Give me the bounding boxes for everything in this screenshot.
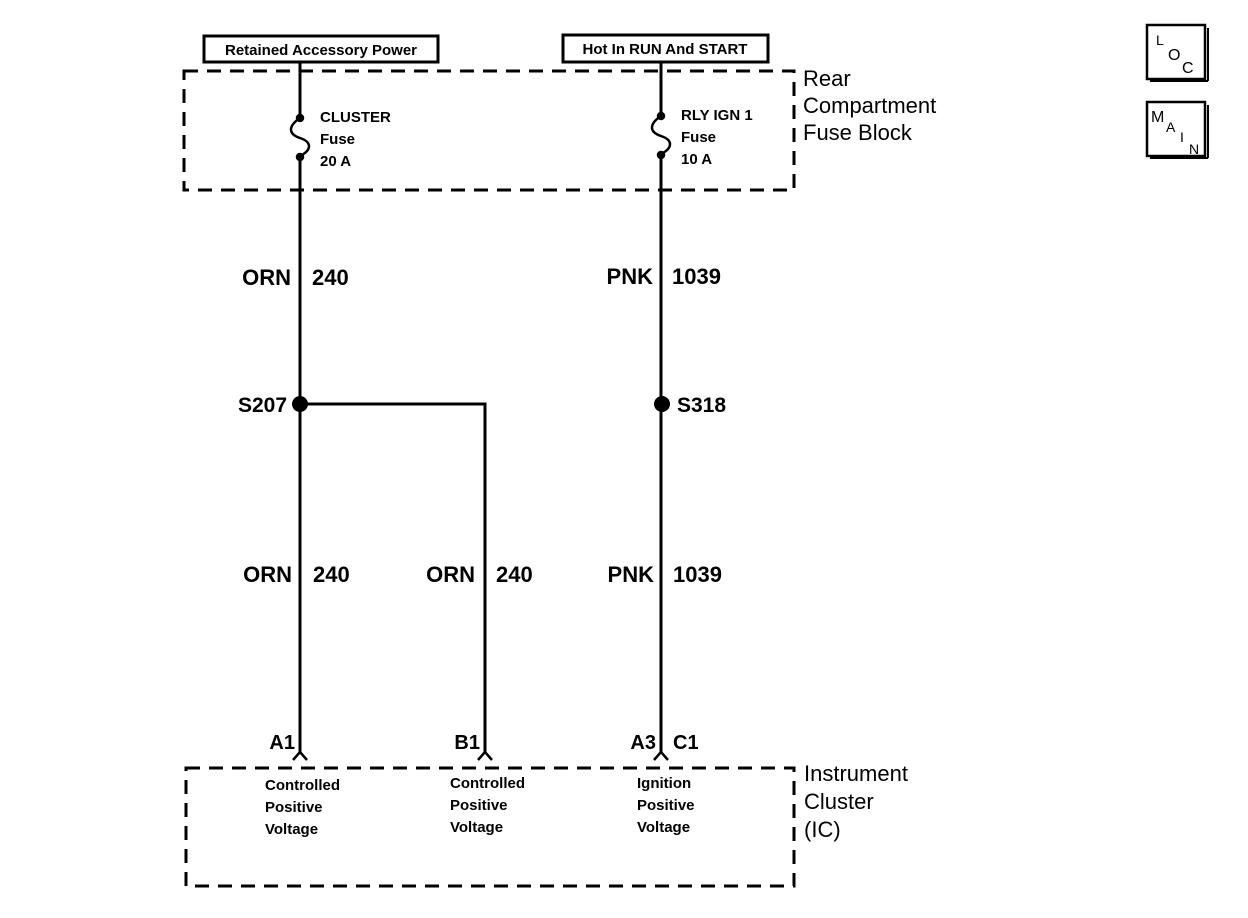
cluster-line-3: (IC)	[804, 817, 841, 842]
fuse-left-name: CLUSTER	[320, 109, 391, 126]
icon-letter: N	[1189, 141, 1199, 157]
splice-s318-label: S318	[677, 394, 726, 417]
fuse-block-line-2: Compartment	[803, 93, 936, 118]
main-icon[interactable]: M A I N	[1145, 100, 1209, 159]
input-text: Positive	[637, 797, 695, 814]
cluster-label: Instrument Cluster (IC)	[804, 761, 908, 842]
fuse-right-type: Fuse	[681, 129, 716, 146]
pin-b1-label: B1	[454, 732, 480, 754]
wire-circuit: 240	[496, 562, 533, 587]
cluster-line-2: Cluster	[804, 789, 874, 814]
fuse-left-label: CLUSTER Fuse 20 A	[320, 109, 391, 170]
input-text: Voltage	[637, 819, 690, 836]
pin-c1-label: C1	[673, 732, 699, 754]
wires	[298, 62, 663, 752]
wire-s207-branch	[300, 402, 487, 752]
input-text: Voltage	[265, 821, 318, 838]
fuse-left-type: Fuse	[320, 131, 355, 148]
input-text: Controlled	[265, 777, 340, 794]
fuse-block-outline	[182, 69, 796, 192]
icon-letter: C	[1182, 60, 1194, 77]
icon-letter: L	[1156, 32, 1164, 48]
location-icon[interactable]: L O C	[1145, 23, 1209, 82]
input-text: Ignition	[637, 775, 691, 792]
splice-s318: S318	[654, 394, 726, 417]
splice-s207-label: S207	[238, 394, 287, 417]
connector-pins	[292, 750, 669, 761]
fuse-block-label: Rear Compartment Fuse Block	[803, 66, 936, 145]
cluster-input-a1: Controlled Positive Voltage	[265, 777, 340, 838]
wire-label-lower-left: ORN 240	[243, 562, 350, 587]
pin-a1-label: A1	[269, 732, 295, 754]
cluster-input-b1: Controlled Positive Voltage	[450, 775, 525, 836]
input-text: Voltage	[450, 819, 503, 836]
fuse-right-rating: 10 A	[681, 151, 712, 168]
input-text: Positive	[450, 797, 508, 814]
fuse-right-label: RLY IGN 1 Fuse 10 A	[681, 107, 753, 168]
cluster-input-a3: Ignition Positive Voltage	[637, 775, 695, 836]
wire-circuit: 1039	[672, 264, 721, 289]
fuse-block-line-1: Rear	[803, 66, 851, 91]
cluster-line-1: Instrument	[804, 761, 908, 786]
icon-letter: O	[1168, 47, 1180, 64]
pin-a3-label: A3	[630, 732, 656, 754]
wire-color: ORN	[426, 562, 475, 587]
fuse-block-line-3: Fuse Block	[803, 120, 913, 145]
wire-color: PNK	[608, 562, 655, 587]
wire-circuit: 1039	[673, 562, 722, 587]
power-source-left: Retained Accessory Power	[202, 34, 440, 64]
power-source-left-label: Retained Accessory Power	[225, 42, 417, 59]
splice-s207: S207	[238, 394, 308, 417]
pin-b1-terminal	[477, 750, 493, 761]
input-text: Positive	[265, 799, 323, 816]
wire-label-upper-left: ORN 240	[242, 265, 349, 290]
fuse-right-name: RLY IGN 1	[681, 107, 753, 124]
fuse-left-symbol	[289, 113, 311, 162]
wire-circuit: 240	[313, 562, 350, 587]
wire-color: ORN	[243, 562, 292, 587]
icon-letter: A	[1166, 119, 1176, 135]
wire-color: PNK	[607, 264, 654, 289]
power-source-right: Hot In RUN And START	[561, 33, 770, 64]
wire-label-upper-right: PNK 1039	[607, 264, 721, 289]
pin-a1-terminal	[292, 750, 308, 761]
fuse-left-rating: 20 A	[320, 153, 351, 170]
wire-color: ORN	[242, 265, 291, 290]
power-source-right-label: Hot In RUN And START	[583, 41, 748, 58]
input-text: Controlled	[450, 775, 525, 792]
wire-label-lower-right: PNK 1039	[608, 562, 722, 587]
icon-letter: M	[1151, 109, 1164, 126]
wire-label-lower-mid: ORN 240	[426, 562, 533, 587]
pin-a3-terminal	[653, 750, 669, 761]
wire-circuit: 240	[312, 265, 349, 290]
cluster-outline	[184, 766, 796, 888]
fuse-right-symbol	[650, 111, 672, 160]
icon-letter: I	[1180, 129, 1184, 145]
